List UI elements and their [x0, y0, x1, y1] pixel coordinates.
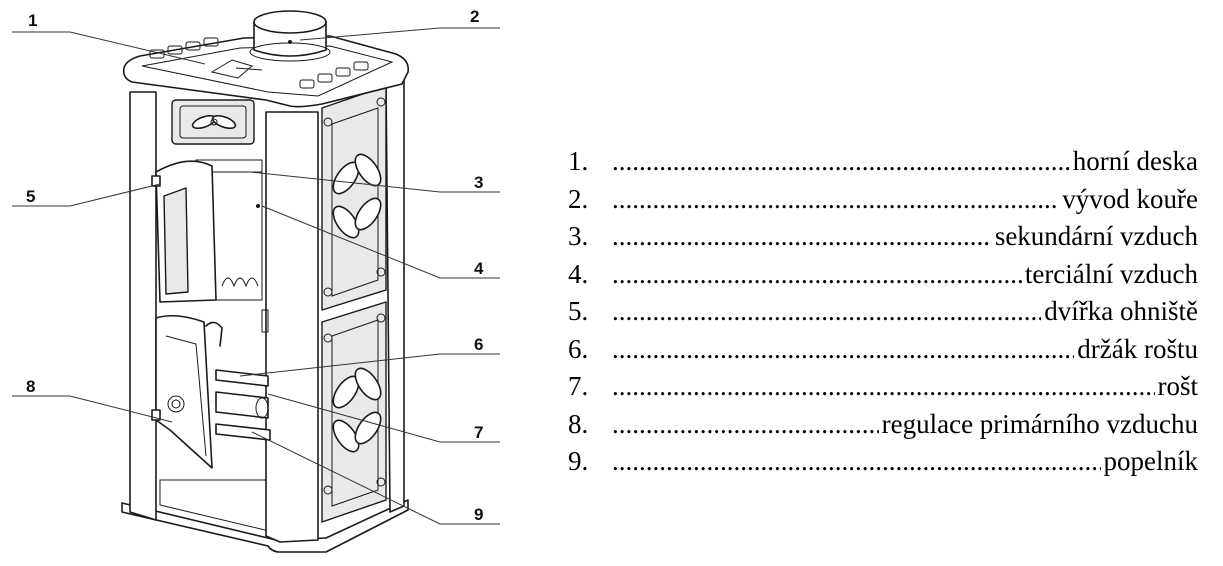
- legend-label: rošt: [1157, 371, 1199, 401]
- flue-collar: [249, 10, 331, 62]
- callout-8: 8: [26, 377, 35, 396]
- callout-7: 7: [474, 423, 483, 442]
- legend-number: 1.: [568, 146, 589, 176]
- open-door: [151, 160, 223, 469]
- side-panel-lower: [321, 301, 387, 523]
- callout-3: 3: [474, 173, 483, 192]
- leader-dots: [612, 409, 879, 440]
- legend-number: 2.: [568, 183, 589, 214]
- callout-labels: 1 2 3 4 5 6 7 8 9: [26, 7, 484, 524]
- legend-item: 8. regulace primárního vzduchu: [568, 409, 1198, 447]
- top-plate: [122, 35, 410, 108]
- top-plate-inner: [141, 45, 394, 97]
- parts-legend: 1. horní deska 2. vývod kouře 3. sekundární…: [568, 146, 1198, 484]
- callout-4: 4: [474, 259, 484, 278]
- front-pillar: [265, 111, 319, 543]
- callout-1: 1: [28, 11, 37, 30]
- legend-item: 7. rošt: [568, 371, 1198, 409]
- side-ornament-lower: [323, 313, 386, 507]
- top-ornament: [210, 59, 263, 79]
- right-pillar: [385, 77, 405, 513]
- legend-number: 7.: [568, 371, 589, 401]
- legend-number: 4.: [568, 258, 589, 289]
- side-ornament-upper: [323, 97, 386, 297]
- stove-diagram: 1 2 3 4 5 6 7 8 9: [12, 7, 500, 553]
- callout-9: 9: [474, 505, 483, 524]
- legend-label: sekundární vzduch: [994, 221, 1198, 251]
- legend-label: horní deska: [1072, 146, 1198, 176]
- leader-dots: [612, 334, 1074, 365]
- leader-dots: [612, 146, 1070, 177]
- leader-dots: [612, 259, 1022, 290]
- legend-number: 3.: [568, 221, 589, 251]
- leader-dots: [612, 446, 1101, 477]
- legend-label: vývod kouře: [1062, 183, 1198, 214]
- legend-number: 9.: [568, 446, 589, 476]
- leader-dots: [612, 221, 992, 252]
- base-plate: [121, 499, 409, 553]
- legend-number: 6.: [568, 333, 589, 364]
- legend-item: 6. držák roštu: [568, 334, 1198, 372]
- legend-label: popelník: [1103, 446, 1199, 476]
- leader-dots: [612, 371, 1155, 402]
- grate-area: [215, 369, 271, 441]
- leader-dots: [612, 296, 1041, 327]
- legend-item: 4. terciální vzduch: [568, 259, 1198, 297]
- front-decor-panel: [171, 99, 255, 145]
- legend-label: dvířka ohniště: [1044, 296, 1198, 326]
- callout-6: 6: [474, 335, 483, 354]
- legend-item: 9. popelník: [568, 446, 1198, 484]
- legend-label: terciální vzduch: [1024, 258, 1198, 289]
- legend-number: 8.: [568, 408, 589, 439]
- legend-item: 1. horní deska: [568, 146, 1198, 184]
- legend-label: regulace primárního vzduchu: [881, 408, 1198, 439]
- callout-2: 2: [470, 7, 479, 26]
- legend-item: 5. dvířka ohniště: [568, 296, 1198, 334]
- legend-item: 3. sekundární vzduch: [568, 221, 1198, 259]
- callout-5: 5: [26, 187, 35, 206]
- legend-label: držák roštu: [1077, 333, 1198, 364]
- leader-dots: [612, 184, 1059, 215]
- legend-number: 5.: [568, 296, 589, 326]
- legend-item: 2. vývod kouře: [568, 184, 1198, 222]
- left-pillar: [129, 91, 157, 521]
- stove-drawing: [121, 10, 410, 553]
- leader-lines: [12, 27, 500, 525]
